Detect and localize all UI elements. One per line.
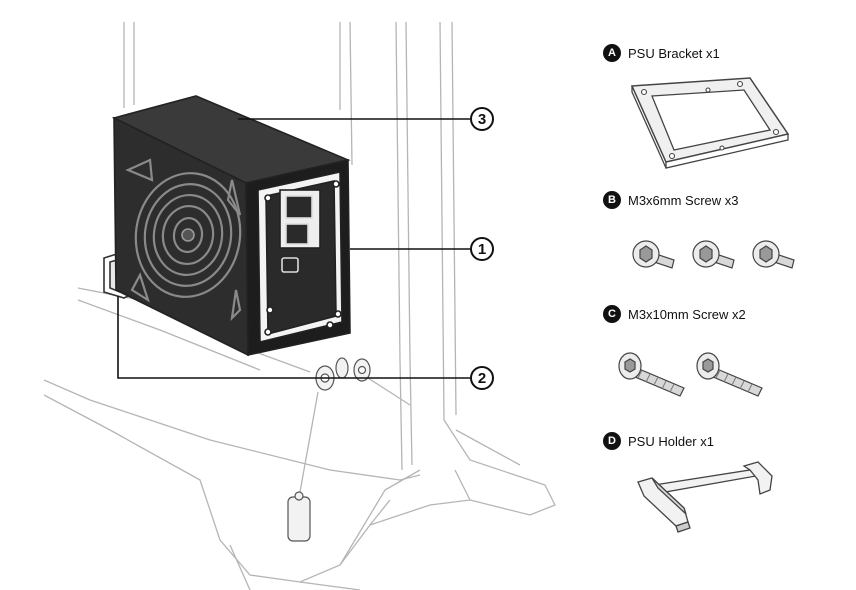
short-screw-icon: [632, 240, 795, 269]
long-screw-icon: [618, 352, 763, 397]
part-c-label: M3x10mm Screw x2: [628, 306, 746, 322]
part-d-label: PSU Holder x1: [628, 433, 714, 449]
callout-2: 2: [470, 366, 494, 390]
callout-leaders: [117, 118, 470, 379]
bracket-icon: [630, 77, 790, 169]
power-supply-unit: [111, 95, 351, 357]
cable-clips: [287, 357, 371, 542]
part-a-label: PSU Bracket x1: [628, 45, 720, 61]
part-a-heading: A PSU Bracket x1: [603, 44, 720, 62]
part-b-badge: B: [603, 191, 621, 209]
part-b-heading: B M3x6mm Screw x3: [603, 191, 739, 209]
holder-icon: [637, 461, 773, 533]
part-c-heading: C M3x10mm Screw x2: [603, 305, 746, 323]
part-d-heading: D PSU Holder x1: [603, 432, 714, 450]
part-a-badge: A: [603, 44, 621, 62]
desk-frame: [43, 21, 556, 590]
callout-3: 3: [470, 107, 494, 131]
part-c-badge: C: [603, 305, 621, 323]
part-b-label: M3x6mm Screw x3: [628, 192, 739, 208]
callout-1: 1: [470, 237, 494, 261]
part-d-badge: D: [603, 432, 621, 450]
